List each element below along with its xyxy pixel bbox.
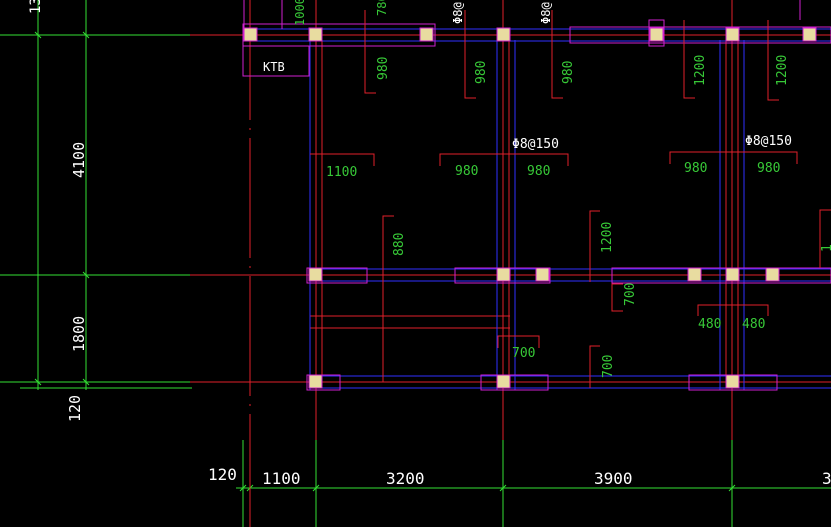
dim-left-top-partial: 13 xyxy=(28,0,44,14)
dim-bottom-span-2: 3200 xyxy=(386,469,425,488)
mid-label: 1100 xyxy=(326,165,357,180)
mid-label: 1200 xyxy=(600,222,615,253)
top-label: 780 xyxy=(375,0,389,16)
dim-bottom-span-3: 3900 xyxy=(594,469,633,488)
low-label: 700 xyxy=(512,346,535,361)
column xyxy=(725,374,740,389)
dim-left-span-b: 1800 xyxy=(70,316,88,352)
column xyxy=(419,27,434,42)
dim-bottom-span-1: 1100 xyxy=(262,469,301,488)
top-label: 1200 xyxy=(693,55,708,86)
top-label: 980 xyxy=(376,57,391,80)
mid-label: 700 xyxy=(623,283,638,306)
mid-label: 980 xyxy=(684,161,707,176)
top-label: Φ8@ xyxy=(539,2,553,24)
column xyxy=(496,267,511,282)
tag-label: KTB xyxy=(263,60,285,74)
column xyxy=(765,267,780,282)
column xyxy=(725,267,740,282)
column xyxy=(496,27,511,42)
column xyxy=(496,374,511,389)
dim-left-span-a: 4100 xyxy=(70,142,88,178)
rebar-brackets xyxy=(310,10,831,388)
column xyxy=(802,27,817,42)
bottom-dimension-chain xyxy=(236,440,831,527)
column xyxy=(243,27,258,42)
rebar-outlines xyxy=(242,0,831,391)
mid-label: 980 xyxy=(527,164,550,179)
dim-left-span-c: 120 xyxy=(66,395,84,422)
grid-axis-lines xyxy=(190,0,831,527)
left-dimension-chain xyxy=(0,0,218,390)
rebar-spec-label: Φ8@150 xyxy=(745,134,792,149)
column xyxy=(308,267,323,282)
mid-label: 980 xyxy=(455,164,478,179)
top-label: 980 xyxy=(474,61,489,84)
dim-bottom-span-4-partial: 3 xyxy=(822,469,831,488)
column xyxy=(687,267,702,282)
column xyxy=(649,27,664,42)
mid-label: 480 xyxy=(742,317,765,332)
column xyxy=(308,27,323,42)
column xyxy=(725,27,740,42)
mid-label: 880 xyxy=(392,233,407,256)
low-label: 700 xyxy=(601,355,616,378)
top-label: 1200 xyxy=(775,55,790,86)
top-label: 980 xyxy=(561,61,576,84)
columns xyxy=(243,27,817,389)
right-partial-label: 1 xyxy=(820,244,831,252)
rebar-spec-label: Φ8@150 xyxy=(512,137,559,152)
top-label: Φ8@ xyxy=(451,2,465,24)
mid-label: 980 xyxy=(757,161,780,176)
column xyxy=(535,267,550,282)
mid-label: 480 xyxy=(698,317,721,332)
dim-bottom-offset: 120 xyxy=(208,465,237,484)
top-label: 1000 xyxy=(293,0,307,26)
column xyxy=(308,374,323,389)
